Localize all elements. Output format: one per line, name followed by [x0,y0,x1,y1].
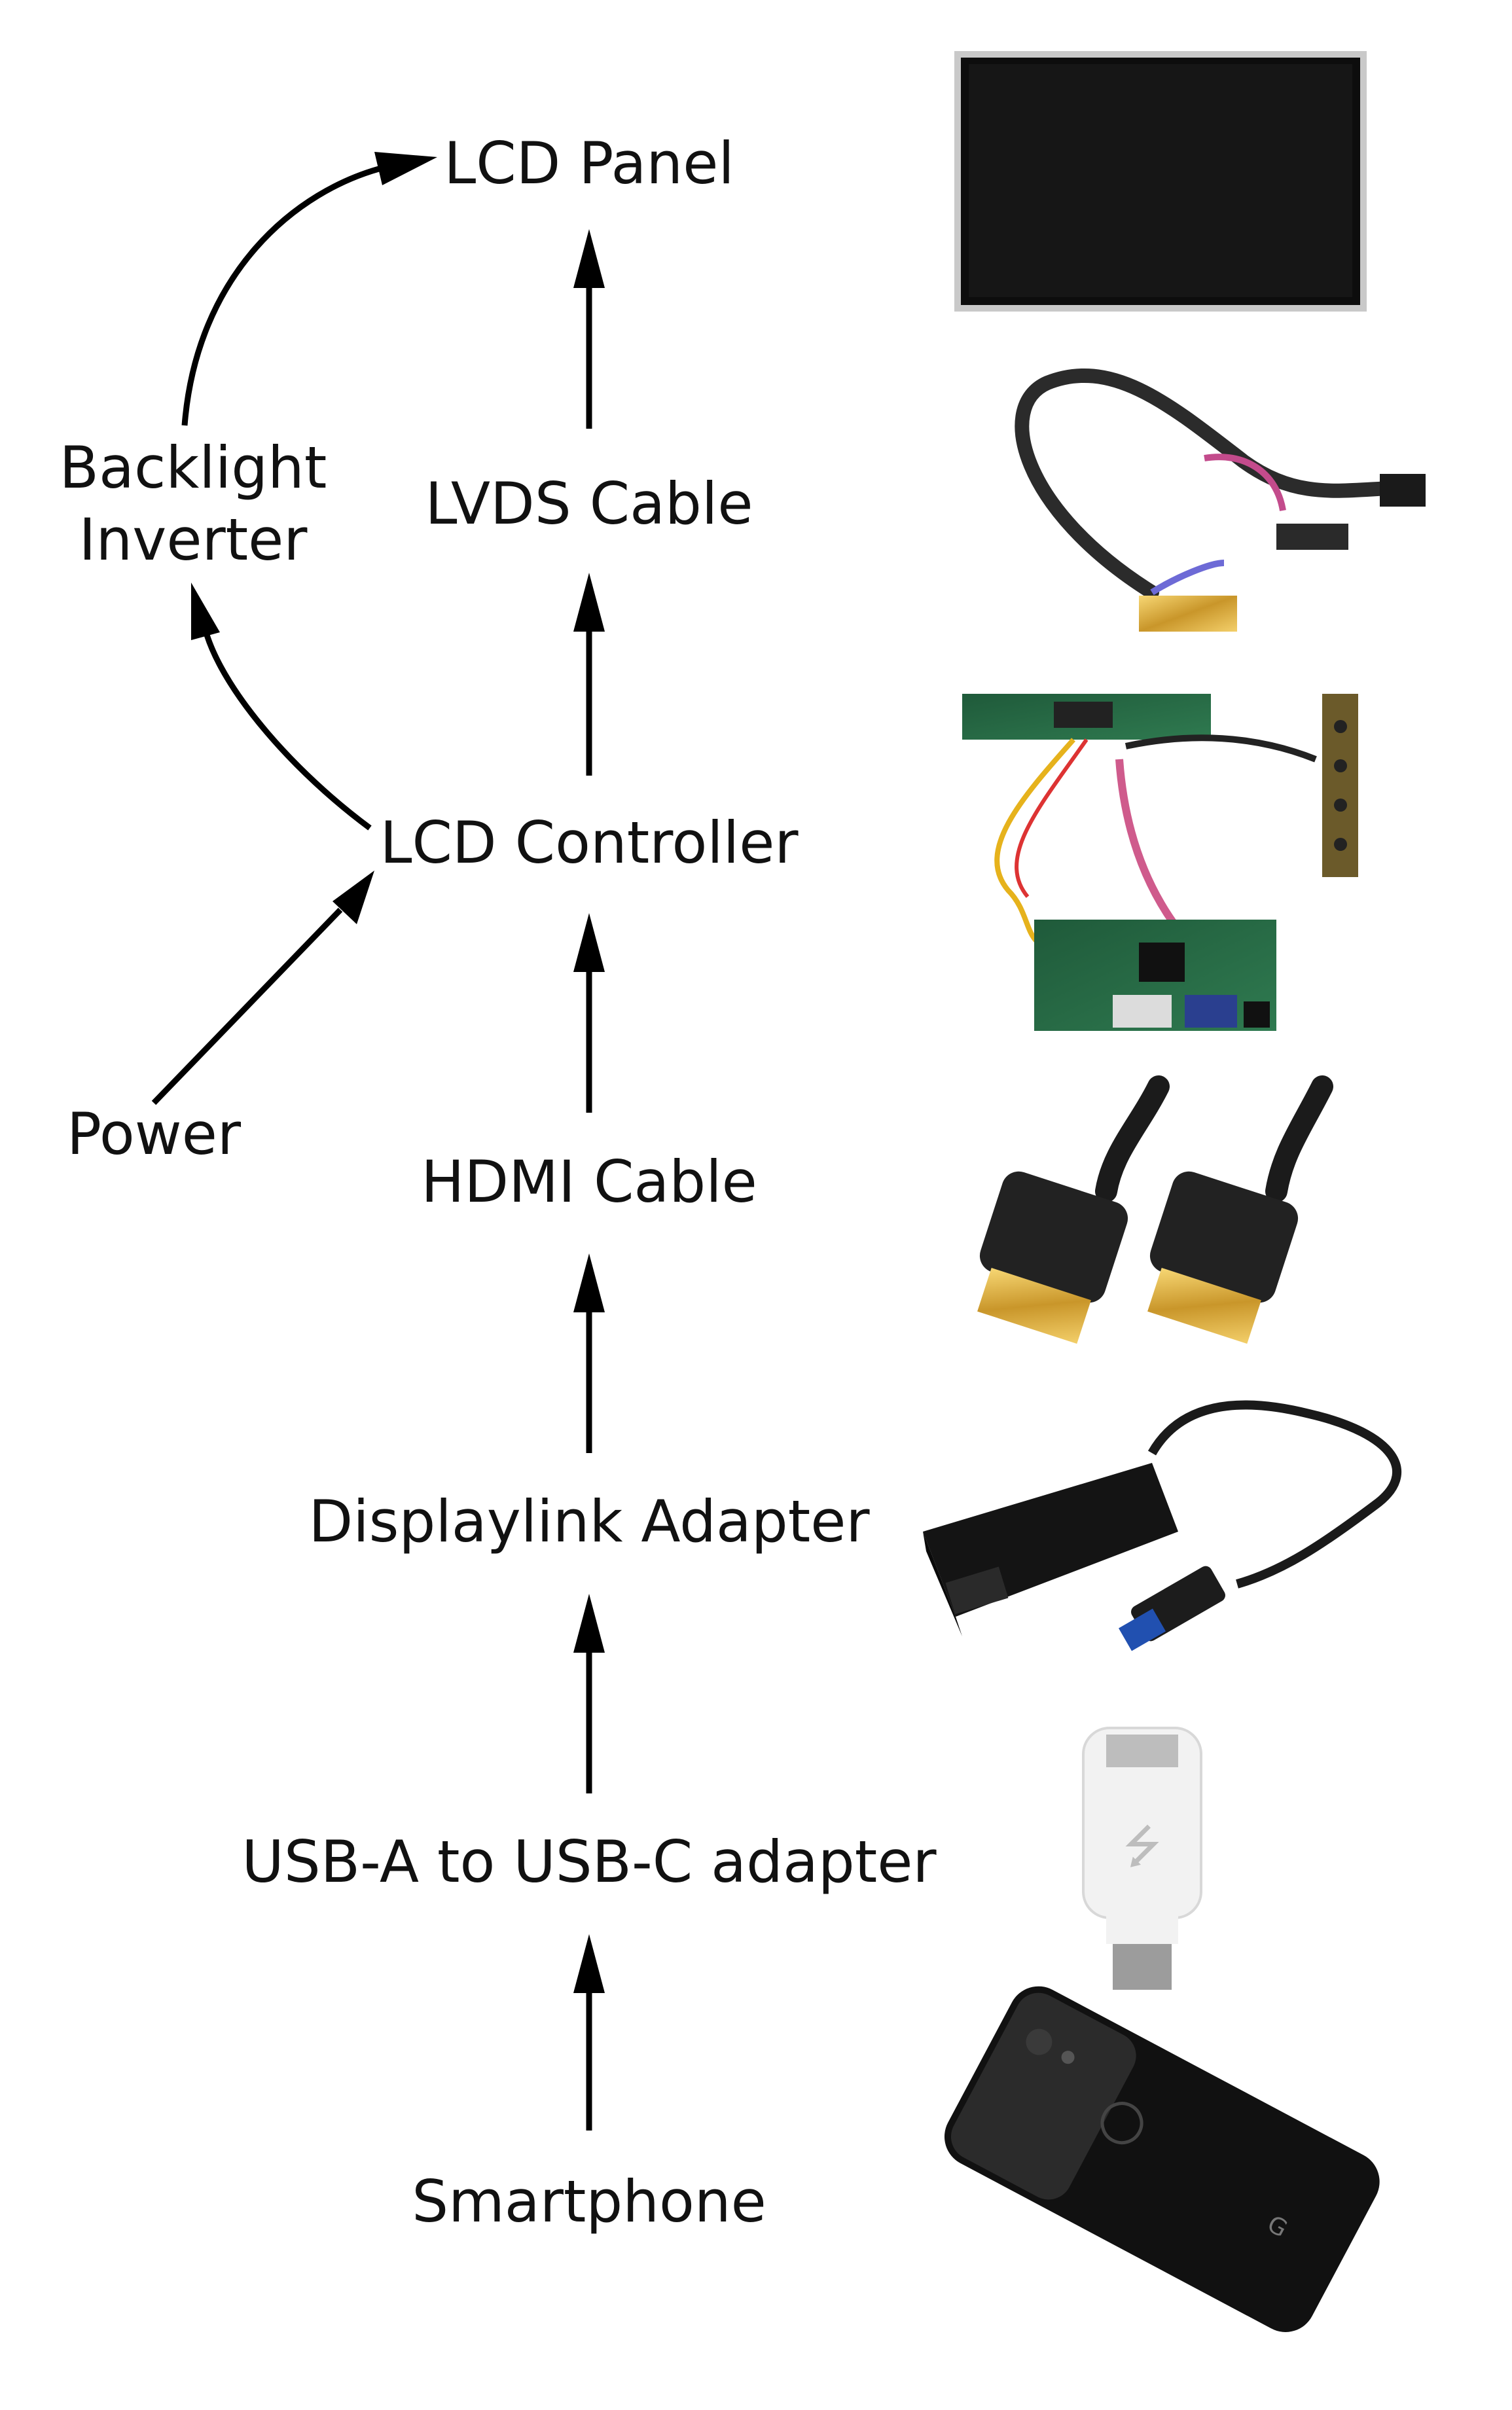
label-inverter: Inverter [79,506,308,573]
label-hdmi-cable: HDMI Cable [421,1148,757,1215]
displaylink-adapter-photo [923,1400,1402,1651]
arrow-controller-to-inverter [191,583,372,831]
label-lvds-cable: LVDS Cable [425,470,753,537]
arrow-inverter-to-panel [181,152,437,426]
lcd-panel-photo [954,51,1367,312]
arrow-phone-to-usb [573,1934,605,2131]
arrow-displaylink-to-hdmi [573,1253,605,1453]
label-backlight: Backlight [60,434,327,501]
label-lcd-panel: LCD Panel [444,130,734,197]
lcd-controller-board-photo [962,694,1358,1031]
arrow-lvds-to-panel [573,229,605,429]
label-usb-adapter: USB-A to USB-C adapter [242,1828,937,1896]
smartphone-photo: G [944,1986,1380,2332]
arrow-usb-to-displaylink [573,1594,605,1793]
arrow-power-to-controller [151,871,374,1106]
label-displaylink-adapter: Displaylink Adapter [308,1488,870,1555]
svg-text:⭍: ⭍ [1123,1820,1161,1873]
label-smartphone: Smartphone [412,2168,766,2235]
hdmi-cable-photo [977,1075,1333,1344]
arrow-hdmi-to-controller [573,913,605,1113]
label-lcd-controller: LCD Controller [380,809,799,876]
lvds-cable-photo [1015,368,1426,632]
label-power: Power [67,1100,242,1168]
arrow-controller-to-lvds [573,573,605,776]
usb-c-adapter-photo: ⭍ [1082,1727,1202,1990]
